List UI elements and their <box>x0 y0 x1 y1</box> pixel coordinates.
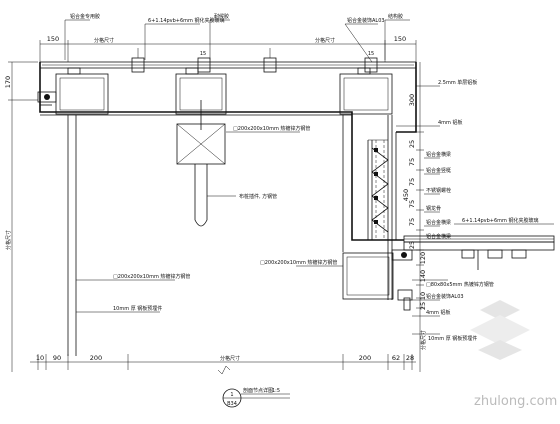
callout-right-6: 钢龙骨 <box>426 205 441 212</box>
right-dim-140: 140 <box>419 270 427 282</box>
bottom-dim-200b: 200 <box>359 354 371 362</box>
right-dim-10: 10 <box>419 292 427 300</box>
top-glass-panel <box>39 57 417 75</box>
top-dim-center-right: 分格尺寸 <box>315 37 335 44</box>
watermark-text: zhulong.com <box>474 394 557 409</box>
callout-top-2: 6+1.14pvb+6mm 钢化夹胶玻璃 <box>148 17 225 24</box>
right-dim-75a: 75 <box>408 158 416 166</box>
right-dimension-line <box>416 62 424 372</box>
callout-inner-1: □200x200x10mm 热镀锌方钢管 <box>233 125 310 132</box>
right-dim-300: 300 <box>408 94 416 106</box>
top-mark-15b: 15 <box>368 51 374 57</box>
detail-scale: 1:5 <box>272 388 280 394</box>
callout-inner-3: □200x200x10mm 热镀锌方钢管 <box>260 259 337 266</box>
side-leader-lines <box>412 223 554 335</box>
left-dimension-line <box>8 61 38 372</box>
callout-side-2: □80x80x5mm 热镀锌方钢管 <box>426 281 494 288</box>
right-dim-grid: 分格尺寸 <box>420 330 427 350</box>
callout-right-3: 铝合金横梁 <box>426 151 451 158</box>
bottom-dimension-line <box>30 354 416 375</box>
steel-tube-left <box>55 73 109 115</box>
bottom-dim-10: 10 <box>36 354 44 362</box>
detail-title: 剖面节点详图 <box>243 387 273 394</box>
detail-sheet: B34 <box>227 401 237 407</box>
inner-leader-lines <box>76 131 343 313</box>
callout-right-1: 2.5mm 单层铝板 <box>438 79 477 86</box>
bottom-dim-center: 分格尺寸 <box>220 355 240 362</box>
steel-tube-right <box>339 73 393 115</box>
callout-inner-2: 布桩插件, 方钢管 <box>239 193 277 200</box>
top-dim-right: 150 <box>394 35 406 43</box>
callout-right-7: 铝合金横梁 <box>426 219 451 226</box>
right-leader-lines <box>396 85 440 227</box>
callout-side-3: 铝合金装饰AL03 <box>426 293 464 300</box>
center-hanger <box>176 123 226 227</box>
callout-inner-5: 10mm 厚 钢板预埋件 <box>113 305 162 312</box>
top-dim-center-left: 分格尺寸 <box>94 37 114 44</box>
callout-right-5: 不锈钢螺栓 <box>426 187 451 194</box>
callout-side-5: 10mm 厚 钢板预埋件 <box>428 335 477 342</box>
callout-right-2: 4mm 铝板 <box>438 119 463 126</box>
callout-top-4: 铝合金装饰AL03 <box>347 17 385 24</box>
bottom-dim-90: 90 <box>53 354 61 362</box>
right-dim-450: 450 <box>402 189 410 201</box>
top-dim-left: 150 <box>47 35 59 43</box>
detail-number: 1 <box>230 392 233 398</box>
right-dim-25a: 25 <box>408 140 416 148</box>
top-leader-lines <box>64 19 410 63</box>
left-dim-grid: 分格尺寸 <box>5 230 12 250</box>
bottom-dim-62: 62 <box>392 354 400 362</box>
right-dim-25b: 25 <box>408 241 416 249</box>
right-dim-75c: 75 <box>408 200 416 208</box>
callout-inner-4: □200x200x10mm 热镀锌方钢管 <box>113 273 190 280</box>
callout-right-8: 铝合金横梁 <box>426 233 451 240</box>
right-dim-75b: 75 <box>408 178 416 186</box>
callout-top-1: 铝合金专用胶 <box>70 13 100 20</box>
callout-top-5: 结构胶 <box>388 13 403 20</box>
callout-right-4: 铝合金竖梃 <box>426 167 451 174</box>
watermark-logo <box>470 300 530 360</box>
right-dim-120: 120 <box>419 252 427 264</box>
callout-side-4: 4mm 铝板 <box>426 309 451 316</box>
bottom-dim-200a: 200 <box>90 354 102 362</box>
side-glass-panel <box>403 235 555 270</box>
right-dim-25c: 25 <box>419 302 427 310</box>
top-mark-15a: 15 <box>200 51 206 57</box>
right-panel-assembly <box>367 115 397 300</box>
callout-top-3: 耐候胶 <box>214 13 229 20</box>
bottom-dim-28: 28 <box>406 354 414 362</box>
steel-tube-center <box>175 73 227 130</box>
callout-side-1: 6+1.14pvb+6mm 钢化夹胶玻璃 <box>462 217 539 224</box>
right-dim-75d: 75 <box>408 218 416 226</box>
steel-tube-lower-right <box>342 249 413 311</box>
detail-tag <box>222 388 290 408</box>
left-dim-170: 170 <box>4 76 12 88</box>
